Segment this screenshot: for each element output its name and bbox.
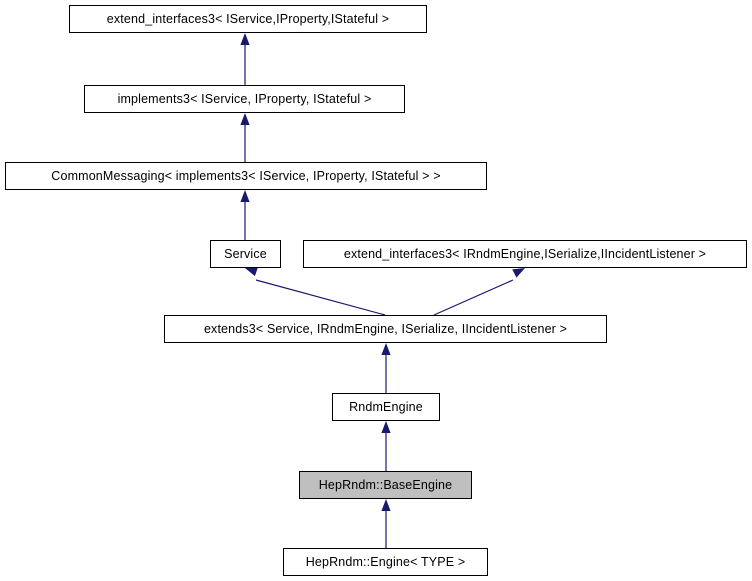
inheritance-edge <box>245 267 386 316</box>
inheritance-edge <box>240 190 250 240</box>
class-node-label: HepRndm::Engine< TYPE > <box>305 554 466 569</box>
arrowhead-icon <box>245 267 258 277</box>
arrowhead-icon <box>240 113 250 125</box>
edge-line <box>255 279 386 316</box>
class-node-label: implements3< IService, IProperty, IState… <box>117 91 372 106</box>
class-node-label: extend_interfaces3< IService,IProperty,I… <box>106 11 390 26</box>
class-node-label: CommonMessaging< implements3< IService, … <box>51 168 441 183</box>
inheritance-edge <box>381 499 391 548</box>
inheritance-edge <box>240 33 250 85</box>
class-node-label: RndmEngine <box>349 399 423 414</box>
arrowhead-icon <box>381 343 391 355</box>
class-node-label: extends3< Service, IRndmEngine, ISeriali… <box>203 321 568 336</box>
inheritance-edge <box>381 421 391 471</box>
inheritance-edge <box>433 268 525 316</box>
class-node-label: Service <box>224 246 267 261</box>
arrowhead-icon <box>512 268 525 278</box>
arrowhead-icon <box>381 499 391 511</box>
class-node-heprndm-engine-type[interactable]: HepRndm::Engine< TYPE > <box>283 548 488 576</box>
arrowhead-icon <box>381 421 391 433</box>
class-node-heprndm-base-engine[interactable]: HepRndm::BaseEngine <box>299 471 472 499</box>
arrowhead-icon <box>240 33 250 45</box>
class-node-common-messaging[interactable]: CommonMessaging< implements3< IService, … <box>5 162 487 190</box>
class-node-extend-interfaces3-isp[interactable]: extend_interfaces3< IService,IProperty,I… <box>69 5 427 33</box>
class-node-extend-interfaces3-irndm[interactable]: extend_interfaces3< IRndmEngine,ISeriali… <box>303 240 747 268</box>
class-node-label: HepRndm::BaseEngine <box>318 477 453 492</box>
edge-line <box>433 279 514 316</box>
class-node-extends3[interactable]: extends3< Service, IRndmEngine, ISeriali… <box>164 315 607 343</box>
class-node-implements3-isp[interactable]: implements3< IService, IProperty, IState… <box>84 85 405 113</box>
arrowhead-icon <box>240 190 250 202</box>
class-node-label: extend_interfaces3< IRndmEngine,ISeriali… <box>343 246 707 261</box>
inheritance-edge <box>240 113 250 162</box>
inheritance-edge <box>381 343 391 393</box>
class-node-service[interactable]: Service <box>210 240 281 268</box>
class-node-rndm-engine[interactable]: RndmEngine <box>332 393 440 421</box>
